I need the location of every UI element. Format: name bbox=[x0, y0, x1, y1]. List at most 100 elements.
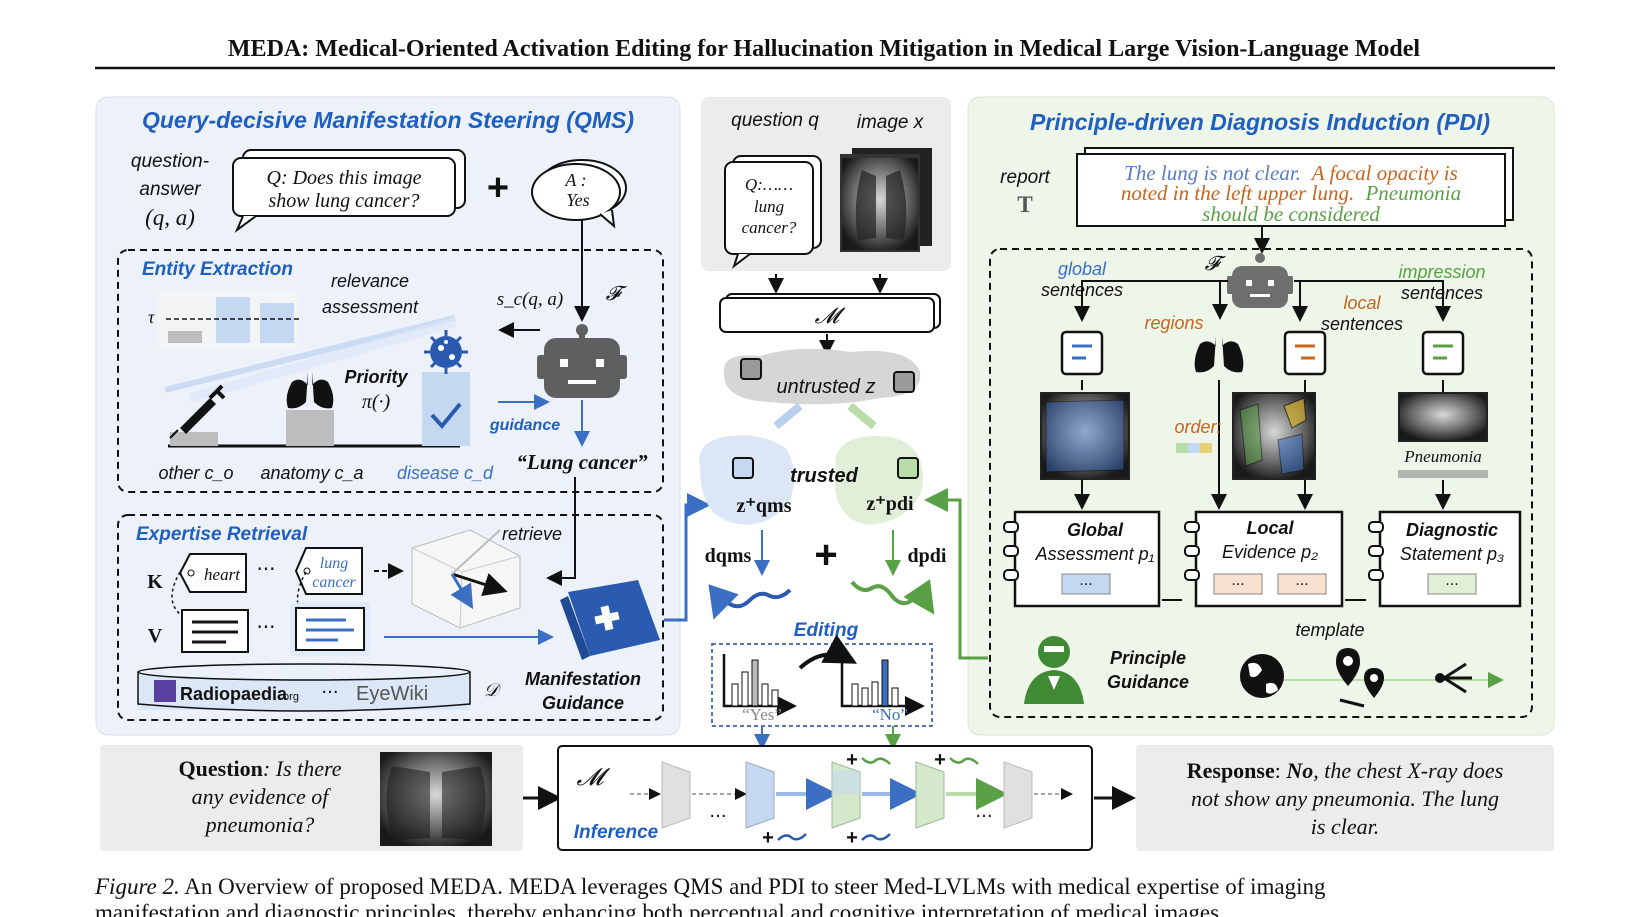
local-label-2: sentences bbox=[1321, 314, 1403, 334]
order-swatches bbox=[1176, 443, 1212, 453]
db-d-label: 𝒟 bbox=[484, 680, 502, 701]
qa-plus: + bbox=[487, 167, 509, 209]
layer-2 bbox=[745, 761, 775, 829]
local-evidence-subtitle: Evidence p₂ bbox=[1222, 542, 1318, 562]
book-icon bbox=[560, 580, 660, 660]
pdi-panel: Principle-driven Diagnosis Induction (PD… bbox=[924, 96, 1555, 736]
virus-icon bbox=[424, 330, 468, 374]
radiopaedia-label: Radiopaedia bbox=[180, 684, 288, 704]
principle-label-2: Guidance bbox=[1107, 672, 1189, 692]
relevance-bars bbox=[158, 290, 300, 350]
qms-direction-squiggle bbox=[708, 584, 792, 620]
paper-title: MEDA: Medical-Oriented Activation Editin… bbox=[228, 36, 1421, 62]
bottom-question-line1: Question: Is there bbox=[179, 756, 342, 781]
route-arrows-icon bbox=[1435, 662, 1472, 694]
qa-label-2: answer bbox=[139, 179, 201, 200]
bottom-question-line3: pneumonia? bbox=[204, 812, 315, 837]
trusted-qms-cloud bbox=[699, 435, 795, 525]
global-assessment-subtitle: Assessment p₁ bbox=[1035, 544, 1155, 564]
response-line2: not show any pneumonia. The lung bbox=[1191, 786, 1499, 811]
qms-robot-icon bbox=[537, 324, 627, 398]
principle-label-1: Principle bbox=[1110, 648, 1186, 668]
template-label: template bbox=[1295, 620, 1364, 640]
manifestation-label-2: Guidance bbox=[542, 693, 624, 713]
anatomy-label: anatomy c_a bbox=[260, 463, 363, 483]
global-label-1: global bbox=[1058, 259, 1107, 279]
plus-blue-1: + bbox=[762, 827, 774, 849]
score-label: s_c(q, a) bbox=[497, 289, 563, 310]
priority-label-1: Priority bbox=[344, 367, 408, 387]
pdi-robot-icon bbox=[1227, 253, 1293, 308]
question-line1: : Is there bbox=[263, 756, 342, 781]
entity-extraction-title: Entity Extraction bbox=[142, 259, 293, 280]
report-orange-text-2: noted in the left upper lung. bbox=[1121, 181, 1354, 205]
caption-text-1: An Overview of proposed MEDA. MEDA lever… bbox=[180, 874, 1326, 899]
embedding-space-icon bbox=[411, 529, 521, 629]
inference-dots-2: ··· bbox=[975, 806, 992, 827]
caption-line1: Figure 2. An Overview of proposed MEDA. … bbox=[94, 874, 1326, 899]
local-xray-image bbox=[1232, 392, 1316, 480]
middle-q-line1: Q:…… bbox=[745, 175, 793, 194]
yes-distribution bbox=[722, 654, 797, 716]
pneumonia-label: Pneumonia bbox=[1403, 447, 1481, 466]
z-qms-label: z⁺qms bbox=[737, 495, 792, 517]
inference-dots-1: ··· bbox=[709, 806, 726, 827]
caption-line2: manifestation and diagnostic principles,… bbox=[95, 900, 1225, 917]
response-line1: Response: No, the chest X-ray does bbox=[1187, 758, 1504, 783]
report-green-text-2: should be considered bbox=[1202, 202, 1380, 226]
retrieve-label: retrieve bbox=[502, 524, 562, 544]
yes-label: “Yes” bbox=[742, 705, 782, 724]
middle-plus: + bbox=[814, 533, 837, 577]
diagnostic-statement-subtitle: Statement p₃ bbox=[1400, 544, 1504, 564]
response-label: Response bbox=[1187, 758, 1275, 783]
expertise-retrieval-box bbox=[117, 514, 664, 721]
middle-question-bubble: Q:…… lung cancer? bbox=[724, 155, 822, 269]
global-quote-icon bbox=[1060, 330, 1104, 376]
heart-tag: heart bbox=[178, 553, 247, 593]
value-label: V bbox=[148, 625, 163, 647]
inference-label: Inference bbox=[574, 822, 659, 843]
diagnostic-statement-card: Diagnostic Statement p₃ ··· bbox=[1368, 510, 1522, 608]
regions-label: regions bbox=[1144, 313, 1203, 333]
globe-icon bbox=[1240, 654, 1284, 698]
global-assessment-dots: ··· bbox=[1079, 577, 1092, 593]
response-line3: is clear. bbox=[1311, 814, 1379, 839]
key-dots: ··· bbox=[256, 557, 275, 581]
impression-quote-icon bbox=[1421, 330, 1465, 376]
report-card: The lung is not clear. A focal opacity i… bbox=[1076, 147, 1514, 227]
question-bubble-line2: show lung cancer? bbox=[268, 190, 419, 212]
relevance-label-2: assessment bbox=[322, 297, 419, 317]
local-evidence-card: Local Evidence p₂ ··· ··· bbox=[1184, 510, 1344, 608]
tau-label: τ bbox=[148, 307, 155, 327]
pdi-title: Principle-driven Diagnosis Induction (PD… bbox=[1030, 109, 1490, 135]
plus-green-2: + bbox=[934, 749, 946, 771]
global-assessment-card: Global Assessment p₁ ··· bbox=[1003, 510, 1161, 608]
editing-label: Editing bbox=[794, 620, 859, 641]
db-dots: ··· bbox=[321, 682, 338, 703]
global-xray-image bbox=[1040, 392, 1130, 480]
local-evidence-dots-2: ··· bbox=[1295, 577, 1308, 593]
order-label: order: bbox=[1174, 417, 1221, 437]
manifestation-label-1: Manifestation bbox=[525, 669, 641, 689]
eyewiki-label: EyeWiki bbox=[356, 683, 428, 705]
layer-4 bbox=[915, 761, 945, 829]
plus-green-1: + bbox=[846, 749, 858, 771]
diagnostic-statement-dots: ··· bbox=[1445, 577, 1458, 593]
value-dots: ··· bbox=[256, 615, 275, 639]
editing-box bbox=[711, 643, 933, 727]
no-distribution bbox=[840, 654, 925, 716]
check-icon bbox=[430, 402, 462, 430]
syringe-icon bbox=[169, 384, 226, 439]
layer-5 bbox=[1003, 761, 1033, 829]
no-label: “No” bbox=[872, 705, 908, 724]
image-x-label: image x bbox=[857, 112, 925, 133]
pdi-lungs-icon bbox=[1194, 336, 1244, 373]
untrusted-cloud bbox=[723, 348, 921, 405]
pdi-dashed-box bbox=[989, 248, 1533, 718]
priority-label-2: π(·) bbox=[362, 391, 391, 413]
report-label-1: report bbox=[1000, 167, 1050, 188]
knowledge-database: Radiopaedia .org ··· EyeWiki bbox=[137, 663, 471, 712]
qms-title: Query-decisive Manifestation Steering (Q… bbox=[142, 107, 634, 133]
report-blue-text: The lung is not clear. bbox=[1124, 161, 1301, 185]
